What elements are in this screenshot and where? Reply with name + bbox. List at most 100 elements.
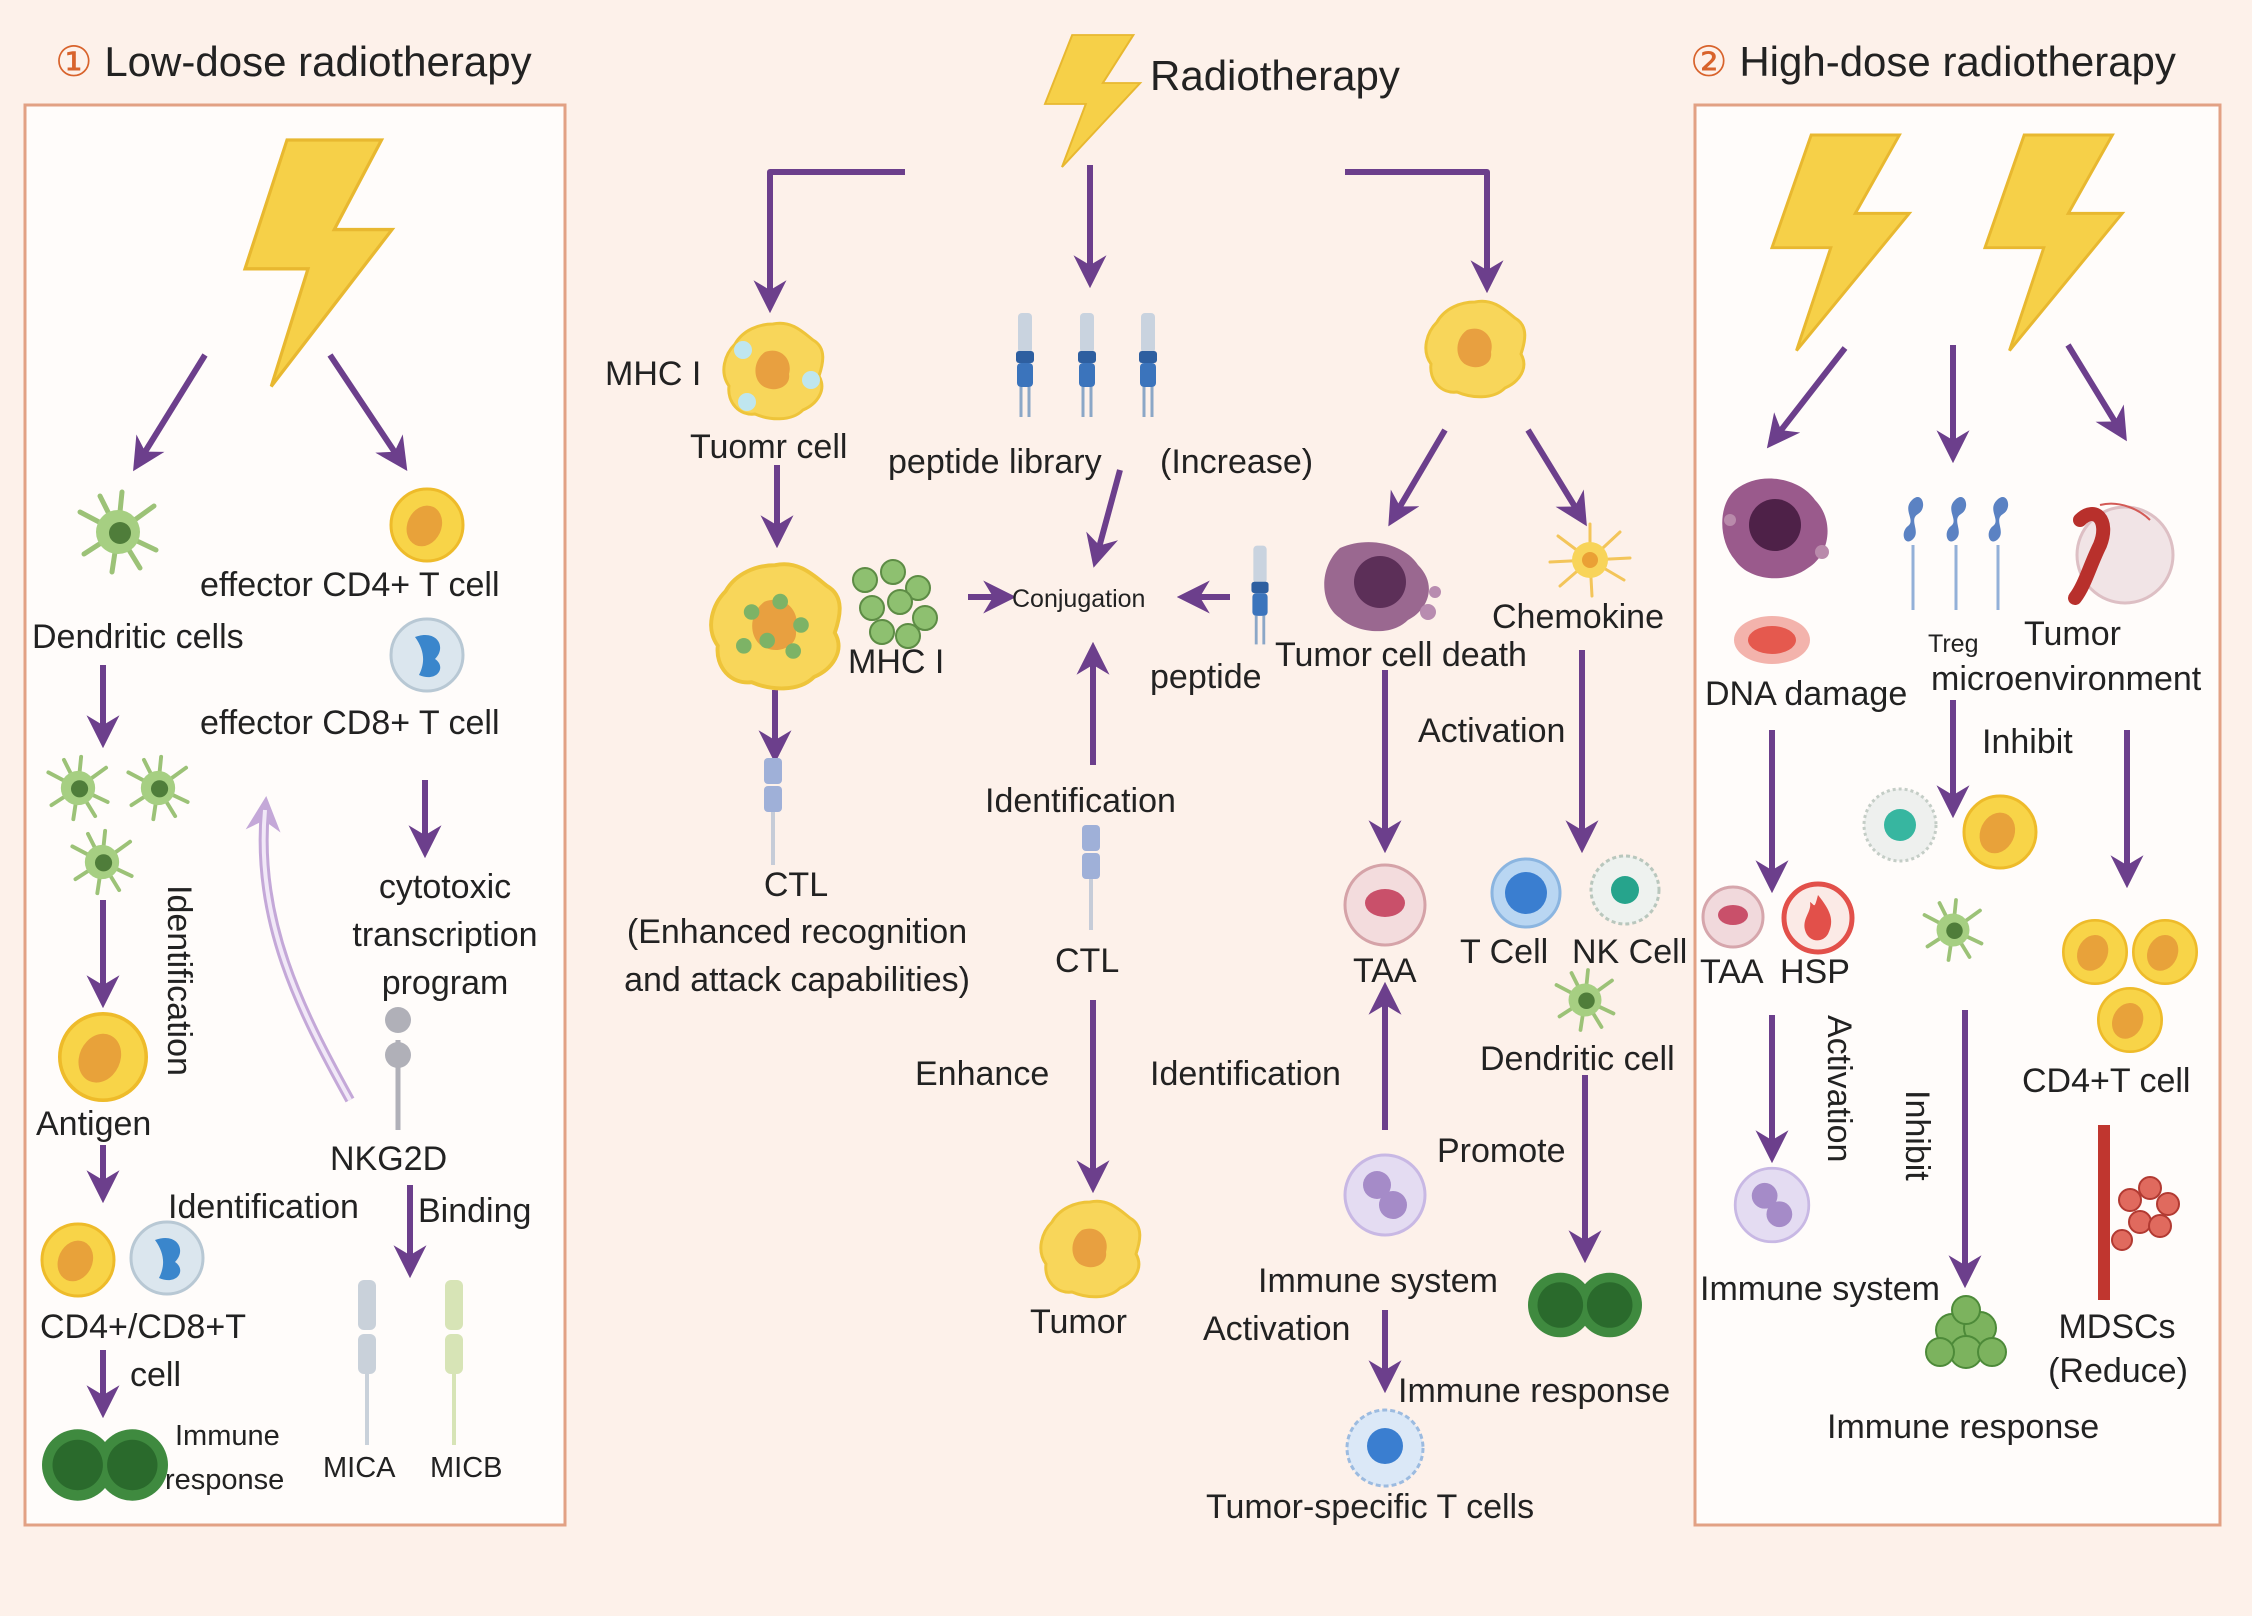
dendritic-cell-icon: [1554, 968, 1616, 1032]
low-dose-title: Low-dose radiotherapy: [104, 38, 532, 85]
dna-damage-icon: [1734, 616, 1810, 664]
mhc1-top-label: MHC I: [605, 355, 702, 393]
nkg2d-label: NKG2D: [330, 1140, 448, 1178]
dna-damage-label: DNA damage: [1705, 675, 1908, 713]
hsp-label: HSP: [1780, 953, 1850, 991]
activation-vertical-label: Activation: [1820, 1015, 1859, 1163]
t-cell-icon: [2097, 987, 2163, 1054]
t-cell-icon: [1962, 794, 2038, 870]
tumor-cell-icon: [722, 321, 825, 421]
ctl-left-label: CTL: [763, 866, 829, 904]
tumor-cell-icon: [1424, 299, 1527, 399]
tumor-label: Tumor: [1030, 1303, 1127, 1341]
cytotoxic-line1: cytotoxic: [378, 868, 512, 906]
peptide-receptor-icon: [1250, 544, 1270, 646]
identification-mid-label: Identification: [985, 782, 1176, 820]
t-cell-label: T Cell: [1460, 933, 1549, 971]
conjugation-label: Conjugation: [1012, 585, 1146, 613]
tumor-cell-death-label: Tumor cell death: [1275, 636, 1527, 674]
micb-label: MICB: [430, 1452, 503, 1484]
immune-system-icon: [1733, 1166, 1811, 1244]
immune-system-label: Immune system: [1258, 1262, 1498, 1300]
ctl-receptor-icon: [764, 758, 782, 865]
immune-response-right-label: Immune response: [1827, 1408, 2100, 1446]
tumor-micro-line2: microenvironment: [1931, 660, 2202, 698]
treg-icon: [1903, 497, 2009, 610]
chemokine-icon: [1548, 522, 1632, 598]
identification-label: Identification: [168, 1188, 359, 1226]
cytotoxic-line3: program: [381, 964, 509, 1002]
identification-low-label: Identification: [1150, 1055, 1341, 1093]
curved-arrow-highlight: [261, 809, 352, 1101]
lightning-bolt-icon: [1043, 33, 1142, 169]
immune-response-label: Immune response: [1398, 1372, 1671, 1410]
t-cell-icon: [2062, 919, 2128, 985]
tumor-specific-label: Tumor-specific T cells: [1206, 1488, 1535, 1526]
effector-cd8-label: effector CD8+ T cell: [200, 704, 500, 742]
inhibit-vertical-label: Inhibit: [1898, 1090, 1937, 1181]
cytotoxic-line2: transcription: [352, 916, 538, 954]
binding-label: Binding: [418, 1192, 532, 1230]
activation-low-label: Activation: [1203, 1310, 1351, 1348]
low-dose-header: ① Low-dose radiotherapy: [55, 38, 532, 85]
cd4-cd8-label-line1: CD4+/CD8+T: [40, 1308, 246, 1346]
immune-response-line2: response: [165, 1464, 285, 1496]
dendritic-cell-label: Dendritic cell: [1480, 1040, 1675, 1078]
mhc1-cluster-icon: [852, 559, 938, 649]
mica-label: MICA: [323, 1452, 396, 1484]
heat-shock-icon: [1781, 881, 1855, 955]
dendritic-cells-label: Dendritic cells: [32, 618, 244, 656]
macrophage-icon: [1862, 787, 1938, 863]
taa-icon: [1343, 863, 1427, 947]
nk-cell-label: NK Cell: [1572, 933, 1688, 971]
t-cell-icon: [389, 487, 465, 563]
cd4-cd8-label-line2: cell: [130, 1356, 182, 1394]
damaged-tumor-cell-icon: [1722, 478, 1829, 579]
t-cell-icon: [2132, 919, 2198, 985]
nkg2d-receptor-icon: [385, 1007, 411, 1130]
blood-vessel-icon: [2098, 1125, 2180, 1300]
effector-cd4-label: effector CD4+ T cell: [200, 566, 500, 604]
tumor-cell-death-icon: [1324, 542, 1441, 632]
tumor-cell-label: Tuomr cell: [690, 428, 848, 466]
immune-response-line1: Immune: [175, 1420, 280, 1452]
treg-label: Treg: [1928, 630, 1979, 658]
radiotherapy-title: Radiotherapy: [1150, 52, 1400, 99]
t-cell-blue-icon: [1490, 857, 1562, 929]
t-cell-icon: [40, 1222, 116, 1298]
receptor-icon: [1137, 311, 1159, 419]
low-dose-number: ①: [55, 38, 93, 85]
b-cell-icon: [389, 617, 465, 693]
high-dose-title: High-dose radiotherapy: [1739, 38, 2176, 85]
mdscs-line1: MDSCs: [2058, 1308, 2176, 1346]
ctl-desc-line1: (Enhanced recognition: [626, 913, 968, 951]
peptide-label: peptide: [1150, 658, 1262, 696]
receptor-icon: [1076, 311, 1098, 419]
micb-icon: [445, 1280, 463, 1445]
immune-system-icon: [1343, 1153, 1427, 1237]
receptor-icon: [1014, 311, 1036, 419]
t-cell-icon: [57, 1011, 148, 1102]
immune-response-icon: [1528, 1272, 1642, 1338]
peptide-library-label: peptide library: [888, 443, 1102, 481]
activation-label: Activation: [1418, 712, 1566, 750]
taa-right-label: TAA: [1700, 953, 1764, 991]
increase-label: (Increase): [1160, 443, 1314, 481]
immune-system-right-label: Immune system: [1700, 1270, 1940, 1308]
chemokine-label: Chemokine: [1492, 598, 1664, 636]
tumor-micro-line1: Tumor: [2024, 615, 2121, 653]
tumor-microenvironment-icon: [2068, 502, 2175, 605]
mhc-tumor-cell-icon: [709, 562, 842, 691]
tumor-cell-icon: [1039, 1199, 1142, 1299]
b-cell-icon: [129, 1220, 205, 1296]
mhc1-label: MHC I: [848, 643, 945, 681]
tumor-specific-t-cell-icon: [1345, 1408, 1425, 1488]
high-dose-number: ②: [1690, 38, 1728, 85]
mdscs-line2: (Reduce): [2048, 1352, 2188, 1390]
promote-label: Promote: [1437, 1132, 1566, 1170]
arrows: [86, 165, 2144, 1419]
enhance-label: Enhance: [915, 1055, 1050, 1093]
high-dose-header: ② High-dose radiotherapy: [1690, 38, 2176, 85]
ctl-mid-label: CTL: [1055, 942, 1120, 980]
